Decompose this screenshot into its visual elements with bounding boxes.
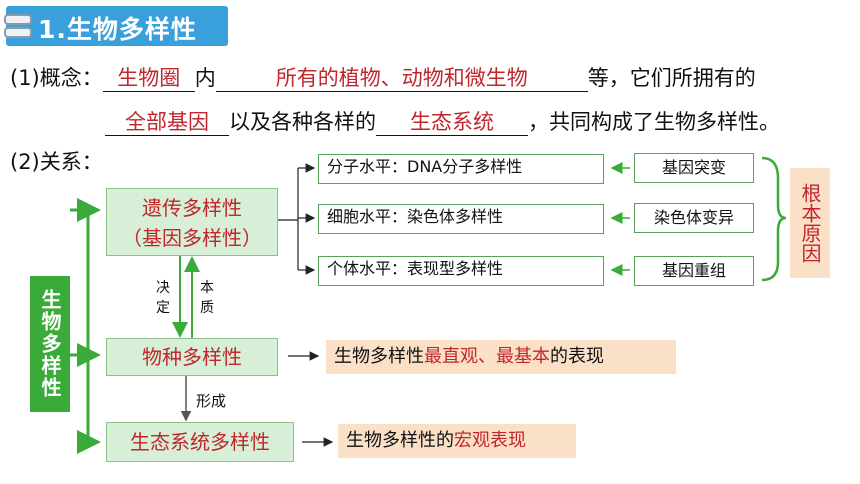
biodiversity-side-label: 生物多样性 bbox=[30, 276, 70, 412]
species-note-mid: 、 bbox=[478, 346, 496, 367]
concept-blank-2: 所有的植物、动物和微生物 bbox=[215, 65, 588, 92]
concept-label: (1)概念： bbox=[10, 66, 103, 90]
cause-box-gene-mutation: 基因突变 bbox=[634, 153, 754, 183]
concept-line-1: (1)概念：生物圈内所有的植物、动物和微生物等，它们所拥有的 bbox=[10, 62, 756, 92]
genetic-diversity-box: 遗传多样性 （基因多样性） bbox=[106, 188, 278, 256]
page-title: 1.生物多样性 bbox=[38, 15, 197, 44]
species-note-highlight-2: 最基本 bbox=[496, 346, 550, 367]
ecosystem-note-pre: 生物多样性的 bbox=[346, 430, 454, 451]
concept-blank-4: 生态系统 bbox=[376, 109, 528, 136]
concept-blank-1: 生物圈 bbox=[102, 65, 195, 92]
genetic-diversity-title: 遗传多样性 bbox=[142, 196, 242, 220]
level-box-molecular: 分子水平：DNA分子多样性 bbox=[318, 154, 604, 184]
binder-ring-icon bbox=[4, 14, 32, 25]
ecosystem-diversity-box: 生态系统多样性 bbox=[106, 422, 294, 462]
species-note-pre: 生物多样性 bbox=[334, 346, 424, 367]
essence-label: 本质 bbox=[200, 280, 214, 316]
relation-label: (2)关系： bbox=[10, 150, 103, 174]
ecosystem-note: 生物多样性的宏观表现 bbox=[338, 424, 576, 458]
level-box-individual: 个体水平：表现型多样性 bbox=[318, 256, 604, 286]
cause-box-chromosome-variation: 染色体变异 bbox=[634, 203, 754, 233]
concept-blank-3: 全部基因 bbox=[105, 109, 229, 136]
concept-line-2: 全部基因以及各种各样的生态系统，共同构成了生物多样性。 bbox=[105, 106, 780, 136]
genetic-diversity-subtitle: （基因多样性） bbox=[122, 226, 262, 250]
level-box-cellular: 细胞水平：染色体多样性 bbox=[318, 204, 604, 234]
form-label: 形成 bbox=[196, 392, 227, 410]
concept-text-1: 内 bbox=[194, 66, 216, 90]
concept-text-3: 以及各种各样的 bbox=[229, 110, 376, 134]
binder-ring-icon bbox=[4, 27, 32, 38]
species-note-post: 的表现 bbox=[550, 346, 604, 367]
concept-text-2: 等，它们所拥有的 bbox=[587, 66, 756, 90]
root-cause-label: 根本原因 bbox=[790, 168, 830, 278]
species-note-highlight-1: 最直观 bbox=[424, 346, 478, 367]
decide-label: 决定 bbox=[156, 280, 170, 316]
concept-text-4: ，共同构成了生物多样性。 bbox=[528, 110, 780, 134]
ecosystem-note-highlight: 宏观表现 bbox=[454, 430, 526, 451]
species-note: 生物多样性最直观、最基本的表现 bbox=[326, 340, 676, 374]
species-diversity-box: 物种多样性 bbox=[106, 338, 278, 376]
cause-box-gene-recombination: 基因重组 bbox=[634, 256, 754, 286]
title-banner bbox=[6, 6, 228, 46]
